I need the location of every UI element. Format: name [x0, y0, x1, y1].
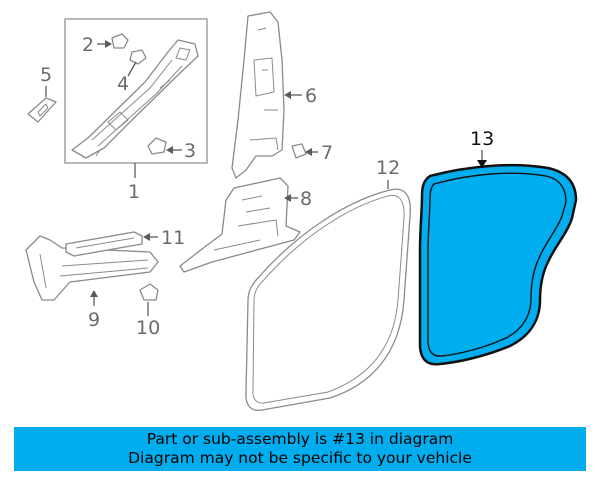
part-9-detail: [39, 253, 149, 289]
part-1-a-pillar-trim: [71, 39, 199, 159]
leader-8-arrow: [284, 194, 291, 202]
part-3-clip: [147, 137, 167, 155]
part-5-hole: [37, 103, 49, 117]
leader-3-arrow: [166, 146, 173, 154]
callout-6: 6: [305, 85, 317, 107]
callout-4: 4: [117, 73, 129, 95]
leader-2-arrow: [105, 40, 112, 48]
callout-13: 13: [470, 128, 494, 150]
callout-11: 11: [161, 227, 185, 249]
part-5-bracket: [27, 97, 57, 123]
part-8-detail: [213, 195, 279, 251]
part-2-clip: [111, 33, 129, 49]
part-8-group: [179, 177, 301, 273]
part-9-sill-plate: [25, 235, 159, 301]
part-4-group: [127, 49, 147, 77]
part-3-group: [147, 137, 182, 155]
part-8-b-pillar-lower: [179, 177, 301, 273]
part-13-group: [418, 150, 578, 366]
part-7-group: [291, 143, 318, 159]
part-5-group: [27, 86, 57, 123]
callout-2: 2: [82, 34, 94, 56]
callout-8: 8: [300, 188, 312, 210]
leader-9-arrow: [90, 290, 98, 297]
info-banner: Part or sub-assembly is #13 in diagram D…: [14, 427, 586, 471]
parts-diagram: 1 2 3 4 5 6 7 8 9 10 11 12 13: [25, 11, 578, 411]
part-11-group: [65, 231, 158, 257]
banner-line-2: Diagram may not be specific to your vehi…: [128, 449, 472, 467]
banner-line-1: Part or sub-assembly is #13 in diagram: [146, 430, 454, 448]
callout-12: 12: [376, 157, 400, 179]
leader-13-arrow: [477, 160, 487, 168]
part-1-group: [64, 18, 208, 178]
part-12-inner-edge: [252, 194, 405, 404]
part-4-clip: [129, 49, 147, 65]
part-1-detail-line-2: [95, 47, 191, 157]
part-13-weatherstrip-highlighted: [418, 163, 578, 366]
part-6-b-pillar-upper: [231, 11, 285, 179]
callout-5: 5: [40, 64, 52, 86]
part-10-clip: [139, 283, 159, 301]
callout-1: 1: [128, 181, 140, 203]
part-6-detail: [249, 27, 279, 151]
part-1-detail-box: [64, 18, 208, 164]
callout-9: 9: [88, 309, 100, 331]
part-7-clip: [291, 143, 307, 159]
leader-11-arrow: [143, 233, 150, 241]
leader-6-arrow: [284, 91, 291, 99]
callout-3: 3: [184, 140, 196, 162]
part-9-group: [25, 235, 159, 306]
part-12-weatherstrip: [245, 188, 411, 411]
leader-4: [127, 61, 137, 77]
part-13-inner-edge: [427, 172, 567, 357]
callout-10: 10: [136, 317, 160, 339]
callout-7: 7: [321, 142, 333, 164]
part-6-group: [231, 11, 302, 179]
part-12-group: [245, 180, 411, 411]
leader-7-arrow: [305, 148, 312, 156]
part-11-scuff-plate: [65, 231, 143, 257]
part-10-group: [139, 283, 159, 316]
part-1-detail-line: [91, 59, 183, 147]
part-2-group: [97, 33, 129, 49]
part-11-detail: [75, 237, 135, 249]
